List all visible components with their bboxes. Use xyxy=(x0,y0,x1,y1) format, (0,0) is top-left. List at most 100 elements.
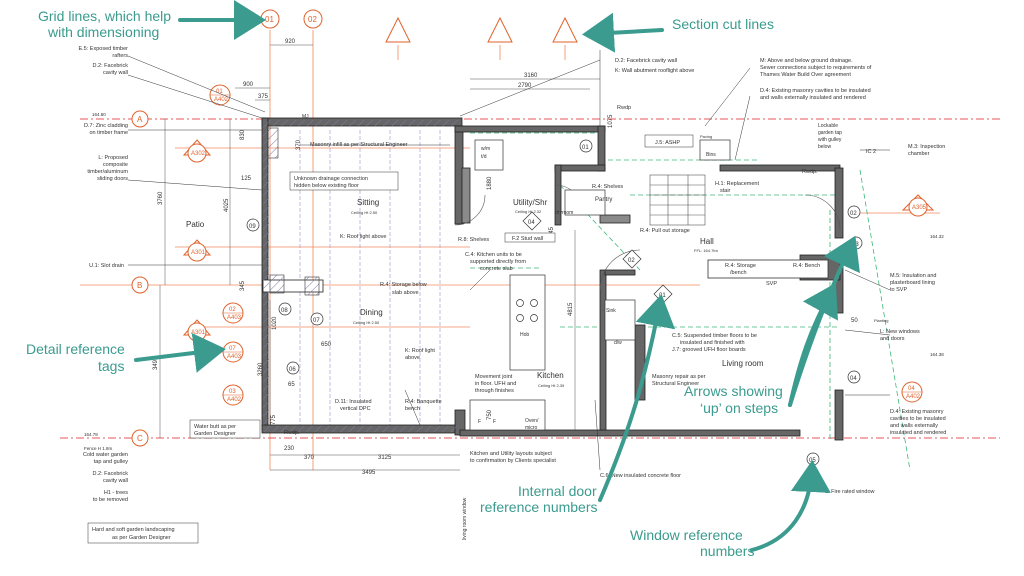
note-dryroom: dryroom xyxy=(555,210,573,216)
dim-4025: 4025 xyxy=(224,198,230,212)
note-storage-below: R.4: Storage below xyxy=(380,282,427,288)
detail-tag-ref-1: A402 xyxy=(214,97,229,103)
note-garden-tap-3: with gulley xyxy=(818,137,842,143)
room-kitchen: Kitchen xyxy=(537,371,564,380)
note-new-windows-1: L: New windows xyxy=(880,329,920,335)
detail-tag-label-4: 03 xyxy=(229,389,236,395)
dim-65: 65 xyxy=(288,382,295,388)
note-fence: Fence H 1.8m xyxy=(84,446,113,451)
note-exposed-rafters-2: rafters xyxy=(112,53,128,59)
arrow-internal-door xyxy=(598,294,676,502)
dim-1075: 1075 xyxy=(608,114,614,128)
room-f2: F xyxy=(493,419,496,425)
callout-arrows-up-1: Arrows showing xyxy=(684,383,783,399)
window-tag-09: 09 xyxy=(249,224,256,230)
note-rwdp-right: Rwdp. xyxy=(802,169,818,175)
door-tag-diamonds xyxy=(522,211,673,304)
window-tag-08: 08 xyxy=(281,308,288,314)
level-164-38: 164.38 xyxy=(930,352,944,357)
note-layout-subject-1: Kitchen and Utility layouts subject xyxy=(470,451,552,457)
callout-section-cut: Section cut lines xyxy=(672,16,774,32)
note-fire-window: L: Fire rated window xyxy=(825,489,875,495)
note-banquette-2: bench xyxy=(405,406,420,412)
note-facebrick-top-1: D.2: Facebrick xyxy=(93,63,129,69)
detail-tag-label-3: 07 xyxy=(229,346,236,352)
note-masonry-right-1: D.4: Existing masonry xyxy=(890,409,944,415)
callout-internal-door-2: reference numbers xyxy=(480,499,598,515)
note-drainage-2: hidden below existing floor xyxy=(294,183,359,189)
stair xyxy=(649,174,706,226)
note-zinc-cladding-1: D.7: Zinc cladding xyxy=(84,123,128,129)
note-movement-joint-3: through finishes xyxy=(475,388,514,394)
note-bench: R.4: Bench xyxy=(793,263,820,269)
callout-internal-door-1: Internal door xyxy=(518,483,597,499)
note-banquette-1: R.4: Banquette xyxy=(405,399,442,405)
door-tag-02: 02 xyxy=(628,258,635,264)
level-164-78: 164.78 xyxy=(84,432,98,437)
note-exposed-rafters-1: E.5: Exposed timber xyxy=(78,46,128,52)
dim-1880: 1880 xyxy=(487,176,493,190)
detail-tag-ref-5: A402 xyxy=(906,394,921,400)
level-164-80: 164.80 xyxy=(92,112,106,117)
dim-375: 375 xyxy=(258,94,269,100)
note-masonry-right-2: cavities to be insulated xyxy=(890,416,946,422)
note-movement-joint-1: Movement joint xyxy=(475,374,513,380)
window-tag-01: 01 xyxy=(582,145,589,151)
note-dpc-1: D.11: Insulated xyxy=(335,399,372,405)
dim-345: 345 xyxy=(240,280,246,291)
room-hall: Hall xyxy=(700,237,714,246)
dim-145: 145 xyxy=(549,226,555,237)
note-drainage-m-2: Sewer connections subject to requirement… xyxy=(760,65,872,71)
callout-detail-tags-1: Detail reference xyxy=(26,341,125,357)
room-bins: Bins xyxy=(706,152,716,158)
note-roof-light-sitting: K: Roof light above xyxy=(340,234,386,240)
note-suspended-floor-3: J.7: grooved UFH floor boards xyxy=(672,347,746,353)
room-sink: Sink xyxy=(606,308,616,314)
detail-tag-ref-3: A403 xyxy=(227,354,242,360)
note-slab-above: slab above xyxy=(392,290,419,296)
note-facebrick-right: D.2: Facebrick cavity wall xyxy=(615,58,677,64)
door-tag-04: 04 xyxy=(528,220,535,226)
dim-370-bottom: 370 xyxy=(304,455,315,461)
note-mj: MJ xyxy=(302,114,309,120)
room-sitting-ceiling: Ceiling Ht 2.50 xyxy=(351,210,378,215)
door-tag-01: 01 xyxy=(659,293,666,299)
note-svp-lining-3: to SVP xyxy=(890,287,907,293)
note-existing-masonry-1: D.4: Existing masonry cavities to be ins… xyxy=(760,88,871,94)
detail-tag-label-2: 02 xyxy=(229,307,236,313)
grid-tag-02: 02 xyxy=(308,15,317,24)
note-inspection-1: M.3: Inspection xyxy=(908,144,945,150)
dim-3260: 3260 xyxy=(258,362,264,376)
note-slot-drain: U.1: Slot drain xyxy=(89,263,124,269)
note-wall-abutment: K: Wall abutment rooflight above xyxy=(615,68,694,74)
note-drainage-box xyxy=(289,171,399,191)
note-existing-masonry-2: and walls externally insulated and rende… xyxy=(760,95,866,101)
detail-tag-ref-2: A403 xyxy=(227,315,242,321)
note-masonry-repair-2: Structural Engineer xyxy=(652,381,699,387)
note-new-windows-2: and doors xyxy=(880,336,905,342)
dim-230: 230 xyxy=(284,446,295,452)
room-hob: Hob xyxy=(520,332,529,338)
note-suspended-floor-2: insulated and finished with xyxy=(680,340,745,346)
note-roof-light-dining-2: above xyxy=(405,355,420,361)
note-storage-bench-1: R.4: Storage xyxy=(725,263,756,269)
note-garden-tap-1: Lockable xyxy=(818,123,838,129)
note-sliding-doors-3: timber/aluminum xyxy=(87,169,128,175)
note-trees-1: H1 - trees xyxy=(104,490,128,496)
note-ashp: J.5: ASHP xyxy=(655,140,680,146)
note-landscaping-2: as per Garden Designer xyxy=(112,535,171,541)
dim-830: 830 xyxy=(240,129,246,140)
note-trees-2: to be removed xyxy=(93,497,128,503)
dim-370-top: 370 xyxy=(296,139,302,150)
window-tag-07: 07 xyxy=(313,318,320,324)
arrow-section-cut xyxy=(582,12,664,53)
detail-tag-dividers xyxy=(210,94,922,396)
note-garden-tap-4: below xyxy=(818,144,831,150)
room-planting: Planting xyxy=(874,318,888,323)
note-zinc-cladding-2: on timber frame xyxy=(89,130,128,136)
note-shelves-pantry: R.4: Shelves xyxy=(592,184,623,190)
room-f1: F xyxy=(478,419,481,425)
dim-3495-bottom: 3495 xyxy=(362,470,376,476)
window-tag-06: 06 xyxy=(289,367,296,373)
room-td: t/d xyxy=(481,154,487,160)
